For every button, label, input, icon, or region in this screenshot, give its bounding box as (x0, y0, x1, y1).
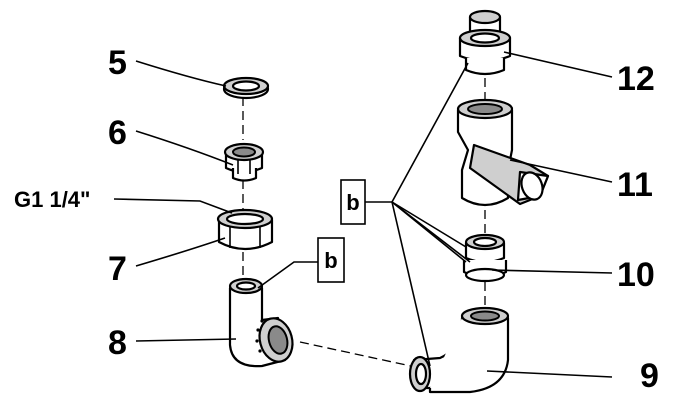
part-7-union-nut (216, 208, 274, 251)
callout-12: 12 (617, 60, 655, 98)
leader-lines (113, 51, 613, 378)
part-6-reducing-nipple (223, 142, 265, 182)
part-5-sealing-ring (222, 76, 270, 100)
part-12-nipple (458, 9, 512, 76)
assembly-axes (242, 78, 486, 369)
thread-spec-label: G1 1/4" (14, 187, 90, 212)
part-8-elbow (228, 277, 294, 368)
callout-6: 6 (108, 114, 127, 152)
callout-7: 7 (108, 250, 127, 288)
callout-5: 5 (108, 44, 127, 82)
seal-marker-label-left: b (324, 248, 337, 273)
seal-marker-box-left: b (317, 237, 345, 283)
callout-9: 9 (640, 357, 659, 394)
seal-marker-label-right: b (346, 190, 359, 215)
part-9-elbow (408, 306, 510, 394)
seal-marker-box-right: b (340, 179, 366, 225)
part-11-strainer (456, 98, 550, 207)
callout-10: 10 (617, 256, 655, 294)
part-10-union-nut (462, 233, 508, 283)
callout-labels: 5 6 G1 1/4" 7 8 9 10 11 12 (14, 44, 659, 394)
callout-8: 8 (108, 324, 127, 362)
callout-11: 11 (617, 166, 653, 204)
